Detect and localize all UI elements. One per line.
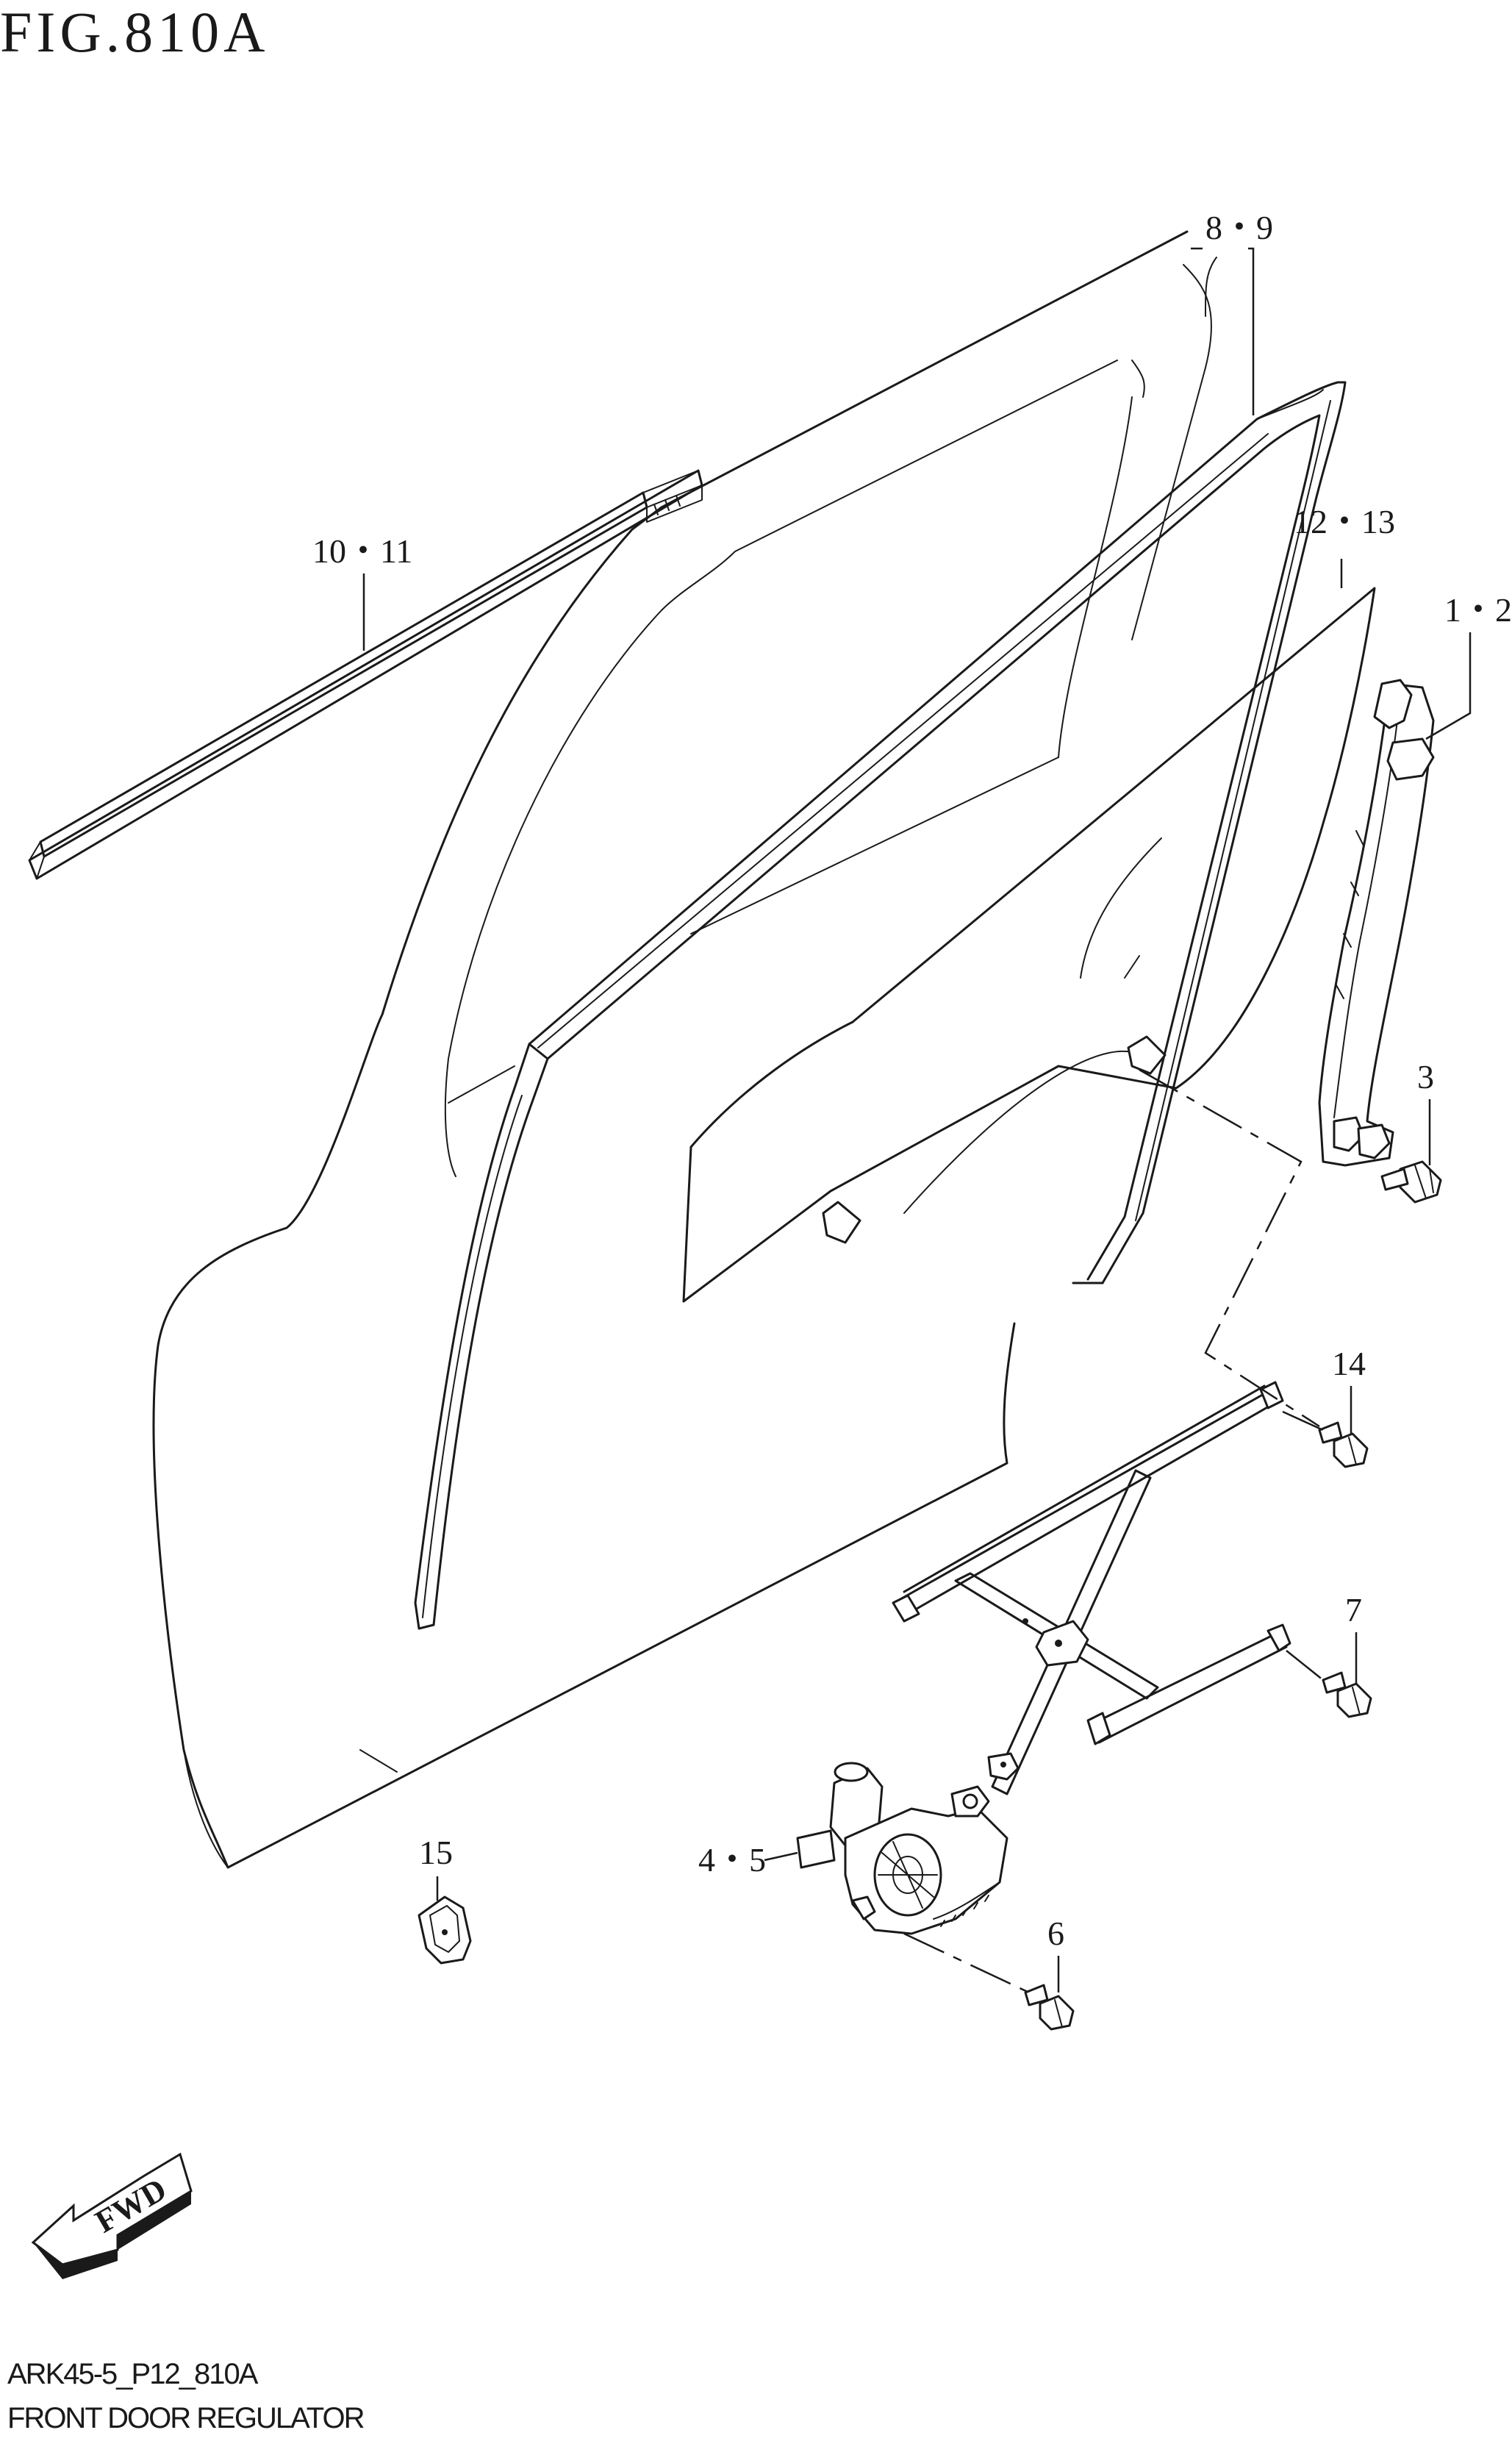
window-frame-part-8-9 [414,381,1347,1630]
callout-15: 15 [419,1834,453,1871]
callout-12-13: 12・13 [1294,503,1395,540]
bolt-part-6 [1024,1984,1075,2031]
outer-weatherstrip-part-10-11 [28,469,703,880]
callout-7: 7 [1345,1591,1362,1629]
figure-title: FIG.810A [0,0,270,64]
callout-14: 14 [1332,1345,1366,1382]
bolt-part-7 [1322,1671,1372,1718]
glass-channel-part-1-2 [1318,679,1435,1167]
fwd-arrow-icon: FWD [31,2152,193,2279]
callout-1-2: 1・2 [1444,591,1512,629]
figure-caption: FRONT DOOR REGULATOR [7,2402,365,2434]
bolt-part-3 [1380,1160,1442,1204]
leader-lines [362,247,1472,1994]
callout-4-5: 4・5 [698,1841,766,1879]
window-regulator-assembly [796,1381,1291,1935]
window-glass-part-12-13 [682,587,1376,1303]
callout-10-11: 10・11 [312,532,412,570]
bolt-part-14 [1318,1421,1369,1468]
figure-code: ARK45-5_P12_810A [7,2358,259,2390]
door-panel [152,230,1217,1869]
callout-3: 3 [1417,1058,1434,1096]
callout-6: 6 [1047,1915,1064,1952]
callout-8-9: 8・9 [1205,209,1273,246]
plug-part-15 [418,1895,472,1965]
